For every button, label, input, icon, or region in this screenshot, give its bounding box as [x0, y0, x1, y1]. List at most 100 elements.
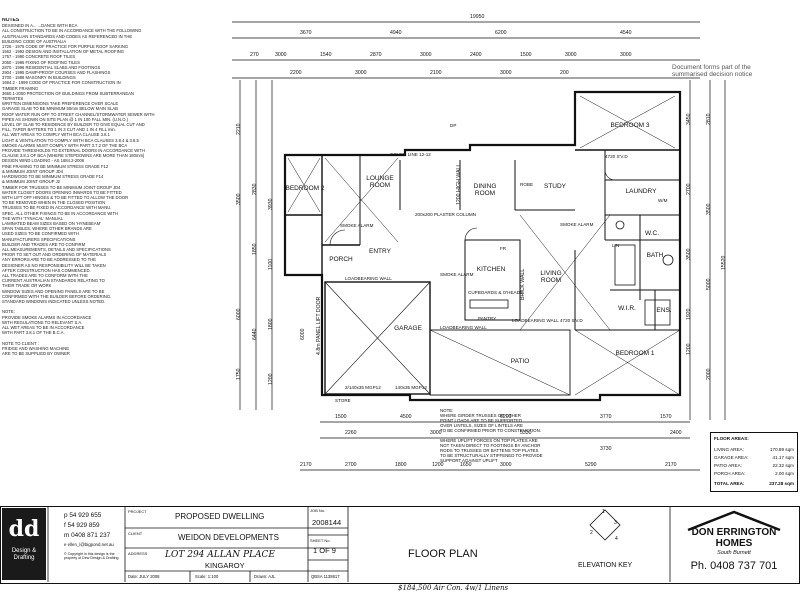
logo-text: Design & Drafting — [11, 548, 37, 561]
notes-line: CLAUSE 3.8.1 OF BCA (WHERE STEPDOWNS ARE… — [2, 153, 145, 159]
top-dim-row3-3: 2100 — [430, 70, 442, 76]
bottom-dim-row3-4: 1200 — [432, 462, 444, 468]
bottom-dim-row3-5: 1650 — [460, 462, 472, 468]
floor-areas-title: FLOOR AREAS: — [714, 436, 749, 441]
room-store: STORE — [335, 398, 351, 403]
project-label: PROJECT — [128, 509, 147, 514]
floor-area-row: LIVING AREA:170.89 sqm — [714, 447, 794, 452]
top-dim-row2-6: 2400 — [470, 52, 482, 58]
room-garage: GARAGE — [394, 325, 422, 332]
elevation-key-4: 4 — [615, 536, 618, 542]
top-dim-row2-5: 3000 — [420, 52, 432, 58]
bottom-dim-row2-5: 2400 — [670, 430, 682, 436]
notes-line: ALL WET AREAS TO COMPLY WITH BCA CLAUSE … — [2, 132, 110, 138]
trusses-note-line: NOT TAKEN DIRECT TO FOOTINGS BY ANCHOR — [440, 443, 541, 448]
notes-line: 3660.1-2000 PROTECTION OF BUILDINGS FROM… — [2, 90, 134, 96]
top-dim-3: 6200 — [495, 30, 507, 36]
notes-line: DESIGNED IN A... ...DANCE WITH BCA — [2, 23, 78, 29]
top-dim-row2-7: 1500 — [520, 52, 532, 58]
bottom-dim-3: 6200 — [500, 414, 512, 420]
room-dining: DINING ROOM — [473, 183, 497, 197]
top-dim-row3-4: 3000 — [500, 70, 512, 76]
bottom-dim-row3-6: 3000 — [500, 462, 512, 468]
notes-line: AUSTRALIAN STANDARDS AND CODES AS REFERE… — [2, 33, 133, 39]
room-patio: PATIO — [510, 358, 530, 365]
notes-line: PROVIDE SMOKE ALARMS IN ACCORDANCE — [2, 314, 92, 320]
notes-line: ALL CONSTRUCTION TO BE IN ACCORDANCE WIT… — [2, 28, 142, 34]
label-washing-machine: W/M — [658, 198, 668, 203]
bottom-dim-row2-4: 3730 — [600, 446, 612, 452]
notes-line: & MINIMUM JOINT GROUP J2 — [2, 179, 61, 185]
top-dim-4: 4540 — [620, 30, 632, 36]
bottom-dim-row3-1: 2170 — [300, 462, 312, 468]
floor-area-row: PATIO AREA:22.32 sqm — [714, 463, 794, 468]
label-smoke-alarm-2: SMOKE ALARM — [560, 222, 594, 227]
trusses-note-line: TO BE STRUCTURALLY STIFFENED TO PROVIDE — [440, 453, 543, 458]
notes-line: BUILDING CODE OF AUSTRALIA — [2, 38, 67, 44]
trusses-note-line: RODS TO TRUSSES OR BATTENS TOP PLATES — [440, 448, 539, 453]
notes-line: ROOF WATER RUN OFF TO STREET CHANNEL/STO… — [2, 111, 155, 117]
bottom-dim-1: 1500 — [335, 414, 347, 420]
notes-line: LIGHT & VENTILATION TO COMPLY WITH BCA C… — [2, 137, 139, 143]
room-wir: W.I.R. — [618, 305, 636, 312]
elevation-key-1: 1 — [602, 509, 605, 515]
builder-logo: DON ERRINGTON HOMES South Burnett Ph. 04… — [672, 508, 796, 580]
notes-line: ARE TO BE SUPPLIED BY OWNER — [2, 351, 70, 356]
notes-line: TO BE REMOVED WHEN IN THE CLOSED POSITIO… — [2, 200, 106, 206]
builder-name-2: HOMES — [715, 538, 753, 549]
label-beam-1: 2/140x35 MGP12 — [345, 385, 381, 390]
trusses-note-line: WHERE UPLIFT FORCES ON TOP PLATES ARE — [440, 438, 538, 443]
room-bedroom-3: BEDROOM 3 — [610, 122, 650, 129]
notes-line: ALL WET AREAS TO BE IN ACCORDANCE — [2, 324, 85, 330]
trusses-note-line: OVER LINTELS, SIZES OF LINTELS ARE — [440, 423, 523, 428]
bottom-dim-5: 1570 — [660, 414, 672, 420]
notes-line: ALL MEASUREMENTS, DETAILS AND SPECIFICAT… — [2, 246, 111, 252]
address-label: ADDRESS — [128, 551, 148, 556]
label-smoke-alarm-1: SMOKE ALARM — [340, 223, 374, 228]
bottom-dim-row2-3: 5330 — [520, 430, 532, 436]
notes-line: THEIR TRADE OR WORK — [2, 283, 52, 289]
notes-line: WITH PART 3.8.1 OF THE B.C.A. — [2, 330, 65, 336]
top-dim-row2-9: 3000 — [620, 52, 632, 58]
notes-line: USED SIZES TO BE CONFIRMED WITH — [2, 231, 79, 237]
room-lounge: LOUNGE ROOM — [366, 175, 394, 189]
job-label: JOB No. — [310, 508, 326, 513]
trusses-note-line: NOTE: — [440, 408, 454, 413]
top-dim-row2-3: 1540 — [320, 52, 332, 58]
client-label: CLIENT — [128, 531, 143, 536]
notes-line: DESIGNER AS NO RESPONSIBILITY WILL BE TA… — [2, 262, 106, 268]
top-dim-row3-5: 200 — [560, 70, 569, 76]
notes-line: FILL, TAPER BATTERS TO 1 IN 3 CUT AND 1 … — [2, 127, 116, 133]
house-roof-icon — [687, 510, 781, 532]
label-loadbearing-3: LOADBEARING WALL — [440, 325, 487, 330]
label-beam-2: 140x35 MGP12 — [395, 385, 427, 390]
notes-line: 2050 - 1995 FIXING OF ROOFING TILES — [2, 59, 80, 65]
notes-line: AFTER CONSTRUCTION HAS COMMENCED. — [2, 267, 91, 273]
bottom-dim-4: 3770 — [600, 414, 612, 420]
overall-width-dim: 19950 — [470, 14, 485, 20]
top-dim-row3-1: 2200 — [290, 70, 302, 76]
bottom-dim-row3-2: 2700 — [345, 462, 357, 468]
drawing-date: Date: JULY 2008 — [128, 574, 160, 579]
bottom-dim-row3-8: 2170 — [665, 462, 677, 468]
room-kitchen: KITCHEN — [476, 266, 506, 273]
notes-line: 1757 - 1990 CONCRETE ROOF TILES — [2, 54, 75, 60]
notes-line: CURRENT AUSTRALIAN STANDARDS RELATING TO — [2, 278, 105, 284]
client-name: WEIDON DEVELOPMENTS — [178, 533, 279, 542]
notes-line: WATER CLOSET DOORS OPENING INWARDS TO BE… — [2, 189, 122, 195]
top-dim-row2-8: 3000 — [565, 52, 577, 58]
room-study: STUDY — [543, 183, 567, 190]
notes-heading: NOTES — [2, 18, 20, 23]
room-wc: W.C. — [644, 230, 660, 237]
label-loadbearing-1: LOADBEARING WALL — [345, 276, 392, 281]
notes-line: WRITTEN DIMENSIONS TAKE PREFERENCE OVER … — [2, 101, 119, 107]
floor-areas-box: FLOOR AREAS: LIVING AREA:170.89 sqm GARA… — [710, 432, 798, 492]
room-laundry: LAUNDRY — [625, 188, 657, 195]
room-living: LIVING ROOM — [540, 270, 562, 284]
elevation-key-2: 2 — [590, 530, 593, 536]
label-plaster-column: 200x200 PLASTER COLUMN — [415, 212, 477, 217]
